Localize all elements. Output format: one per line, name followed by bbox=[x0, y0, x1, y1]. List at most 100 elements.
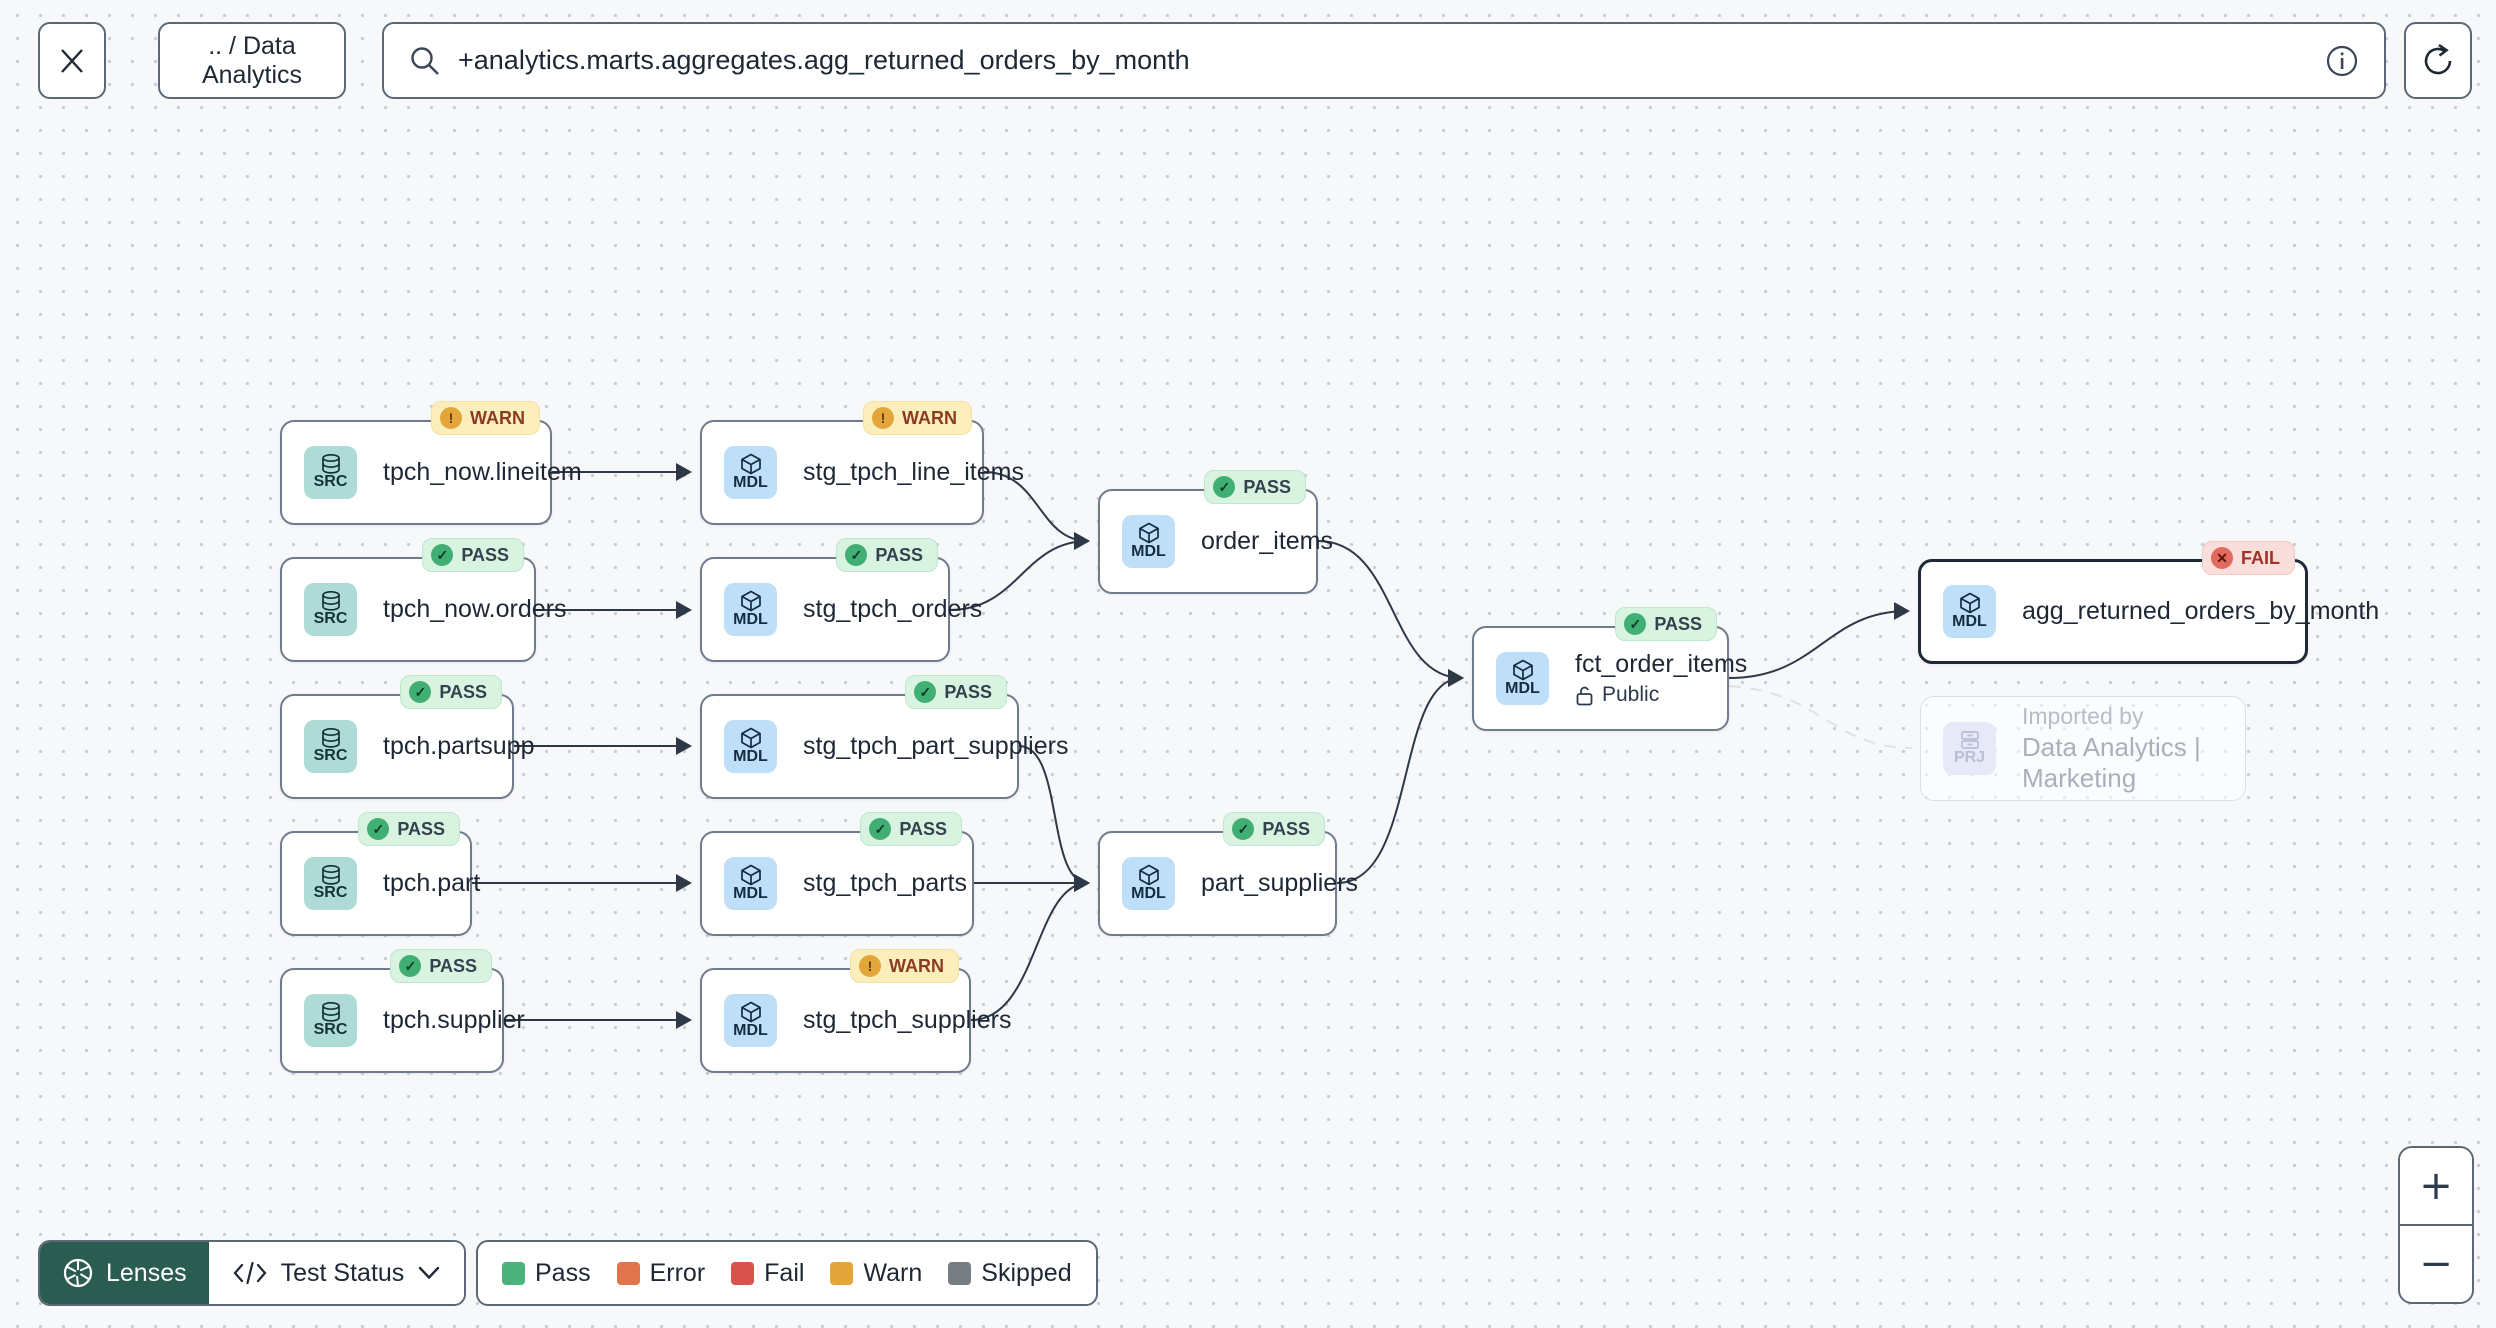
node-title: fct_order_items bbox=[1575, 650, 1748, 678]
node-title: stg_tpch_parts bbox=[803, 869, 967, 897]
status-badge-warn: ! WARN bbox=[431, 401, 540, 435]
check-icon: ✓ bbox=[1213, 476, 1236, 498]
node-stg-tpch-part-suppliers[interactable]: ✓ PASS MDL stg_tpch_part_suppliers bbox=[700, 675, 1068, 799]
node-imported-by-project[interactable]: PRJ Imported by Data Analytics | Marketi… bbox=[1920, 696, 2246, 801]
node-stg-tpch-orders[interactable]: ✓ PASS MDL stg_tpch_orders bbox=[700, 538, 982, 662]
status-label: PASS bbox=[1654, 613, 1702, 634]
test-status-legend: Pass Error Fail Warn Skipped bbox=[476, 1240, 1098, 1306]
node-title: tpch_now.orders bbox=[383, 595, 567, 623]
search-bar[interactable] bbox=[382, 22, 2386, 99]
search-input[interactable] bbox=[458, 45, 2308, 76]
chip-label: MDL bbox=[733, 611, 768, 629]
source-chip: SRC bbox=[304, 446, 357, 499]
source-chip: SRC bbox=[304, 994, 357, 1047]
legend-label: Warn bbox=[863, 1258, 923, 1287]
node-part-suppliers[interactable]: ✓ PASS MDL part_suppliers bbox=[1098, 812, 1358, 936]
info-icon[interactable] bbox=[2324, 43, 2360, 79]
chip-label: SRC bbox=[313, 884, 348, 902]
model-chip: MDL bbox=[724, 446, 777, 499]
node-stg-tpch-parts[interactable]: ✓ PASS MDL stg_tpch_parts bbox=[700, 812, 974, 936]
zoom-out-button[interactable]: − bbox=[2400, 1226, 2472, 1302]
chip-label: MDL bbox=[733, 474, 768, 492]
node-fct-order-items[interactable]: ✓ PASS MDL fct_order_items Public bbox=[1472, 607, 1747, 731]
zoom-controls: + − bbox=[2398, 1146, 2474, 1304]
legend-item-error: Error bbox=[616, 1259, 705, 1288]
model-chip: MDL bbox=[1943, 585, 1996, 638]
check-icon: ✓ bbox=[869, 818, 892, 840]
imported-project-name: Data Analytics | Marketing bbox=[2022, 732, 2201, 793]
check-icon: ✓ bbox=[431, 544, 454, 566]
legend-label: Fail bbox=[764, 1258, 805, 1287]
model-chip: MDL bbox=[724, 720, 777, 773]
check-icon: ✓ bbox=[914, 681, 937, 703]
lens-selector[interactable]: Test Status bbox=[208, 1242, 465, 1304]
close-button[interactable] bbox=[38, 22, 106, 99]
model-chip: MDL bbox=[724, 583, 777, 636]
check-icon: ✓ bbox=[409, 681, 432, 703]
database-icon bbox=[321, 865, 340, 885]
warn-icon: ! bbox=[440, 407, 462, 429]
zoom-in-button[interactable]: + bbox=[2400, 1148, 2472, 1226]
chip-label: MDL bbox=[1952, 613, 1987, 631]
source-chip: SRC bbox=[304, 583, 357, 636]
status-badge-pass: ✓ PASS bbox=[905, 675, 1007, 709]
chip-label: PRJ bbox=[1953, 749, 1986, 767]
node-tpch-part[interactable]: ✓ PASS SRC tpch.part bbox=[280, 812, 480, 936]
database-icon bbox=[321, 454, 340, 474]
status-badge-warn: ! WARN bbox=[850, 949, 959, 983]
check-icon: ✓ bbox=[1624, 613, 1647, 635]
node-agg-returned-orders-by-month[interactable]: ✕ FAIL MDL agg_returned_orders_by_month bbox=[1918, 541, 2379, 664]
legend-item-skipped: Skipped bbox=[948, 1259, 1072, 1288]
cube-icon bbox=[1138, 522, 1159, 544]
status-label: WARN bbox=[470, 407, 525, 428]
status-label: PASS bbox=[439, 681, 487, 702]
status-badge-pass: ✓ PASS bbox=[860, 812, 962, 846]
status-label: PASS bbox=[1262, 818, 1310, 839]
code-icon bbox=[233, 1261, 267, 1285]
edge bbox=[1336, 669, 1464, 884]
lenses-label: Lenses bbox=[106, 1258, 187, 1287]
status-badge-pass: ✓ PASS bbox=[358, 812, 460, 846]
check-icon: ✓ bbox=[399, 955, 422, 977]
cube-icon bbox=[740, 727, 761, 749]
node-tpch-partsupp[interactable]: ✓ PASS SRC tpch.partsupp bbox=[280, 675, 535, 799]
cube-icon bbox=[740, 864, 761, 886]
node-title: stg_tpch_suppliers bbox=[803, 1006, 1012, 1034]
model-chip: MDL bbox=[724, 994, 777, 1047]
node-tpch-now-orders[interactable]: ✓ PASS SRC tpch_now.orders bbox=[280, 538, 566, 662]
edge bbox=[983, 471, 1090, 550]
node-title: agg_returned_orders_by_month bbox=[2022, 597, 2380, 625]
status-badge-pass: ✓ PASS bbox=[390, 949, 492, 983]
lenses-control: Lenses Test Status bbox=[38, 1240, 467, 1306]
node-title: stg_tpch_orders bbox=[803, 595, 983, 623]
chip-label: SRC bbox=[313, 747, 348, 765]
access-label: Public bbox=[1602, 683, 1660, 706]
node-tpch-supplier[interactable]: ✓ PASS SRC tpch.supplier bbox=[280, 949, 525, 1073]
warn-icon: ! bbox=[859, 955, 881, 977]
node-stg-tpch-suppliers[interactable]: ! WARN MDL stg_tpch_suppliers bbox=[700, 949, 1011, 1073]
refresh-button[interactable] bbox=[2404, 22, 2472, 99]
database-icon bbox=[321, 591, 340, 611]
lenses-button[interactable]: Lenses bbox=[40, 1242, 209, 1304]
search-icon bbox=[411, 46, 439, 75]
access-row: Public bbox=[1575, 683, 1747, 707]
source-chip: SRC bbox=[304, 857, 357, 910]
status-label: PASS bbox=[875, 544, 923, 565]
chip-label: SRC bbox=[313, 473, 348, 491]
edge bbox=[1317, 540, 1464, 687]
node-stg-tpch-line-items[interactable]: ! WARN MDL stg_tpch_line_items bbox=[700, 401, 1024, 525]
legend-item-pass: Pass bbox=[502, 1259, 591, 1288]
model-chip: MDL bbox=[1496, 652, 1549, 705]
status-label: PASS bbox=[397, 818, 445, 839]
breadcrumb-button[interactable]: .. / Data Analytics bbox=[158, 22, 346, 99]
status-label: PASS bbox=[899, 818, 947, 839]
node-order-items[interactable]: ✓ PASS MDL order_items bbox=[1098, 470, 1333, 594]
database-icon bbox=[321, 1002, 340, 1022]
skipped-swatch bbox=[948, 1261, 972, 1285]
chip-label: MDL bbox=[1131, 885, 1166, 903]
node-tpch-now-lineitem[interactable]: ! WARN SRC tpch_now.lineitem bbox=[280, 401, 582, 525]
cube-icon bbox=[1959, 592, 1980, 614]
status-label: PASS bbox=[944, 681, 992, 702]
node-title: order_items bbox=[1201, 527, 1333, 555]
